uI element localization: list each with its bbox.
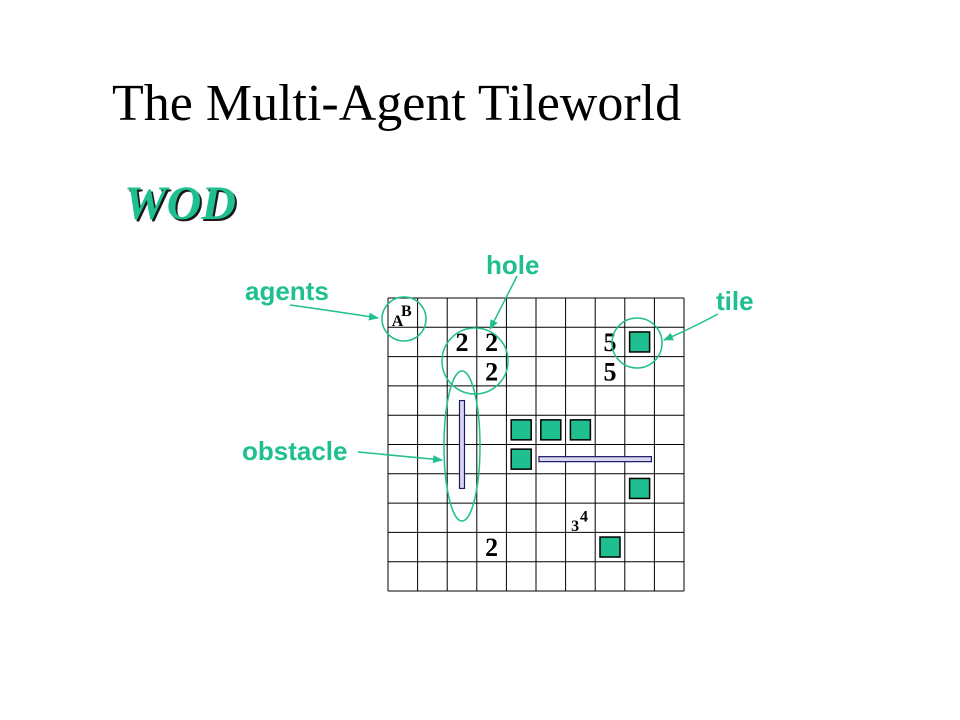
hole-value: 2 — [485, 357, 498, 386]
subtitle: WOD — [124, 177, 237, 230]
tile — [540, 419, 562, 441]
obstacles-layer — [458, 399, 653, 490]
tile — [510, 419, 532, 441]
grid — [387, 297, 685, 592]
agents-highlight-circle — [381, 296, 427, 342]
callouts-layer — [289, 275, 719, 522]
tile-highlight-circle — [611, 317, 663, 369]
tile — [628, 331, 651, 353]
obstacle-arrow — [357, 451, 443, 464]
tile-arrow — [663, 313, 719, 341]
tile-label: tile — [716, 286, 754, 316]
tile — [510, 448, 532, 470]
hole-value: 2 — [456, 328, 469, 357]
tile — [599, 536, 621, 558]
obstacle — [538, 456, 653, 463]
tile — [628, 477, 651, 500]
obstacle-highlight-ellipse — [443, 370, 481, 522]
agents-label: agents — [245, 276, 329, 306]
tiles-layer — [510, 331, 651, 558]
hole-value: 2 — [485, 533, 498, 562]
hole-label: hole — [486, 250, 540, 280]
agents-arrow — [289, 304, 379, 321]
obstacle — [458, 399, 466, 490]
hole-value: 5 — [604, 357, 617, 386]
tile — [569, 419, 592, 441]
obstacle-label: obstacle — [242, 436, 348, 466]
hole-arrow — [489, 275, 518, 330]
agent-label: A — [392, 313, 404, 330]
agent-label: 3 — [571, 518, 579, 535]
page-title: The Multi-Agent Tileworld — [112, 75, 682, 132]
agent-label: B — [401, 303, 412, 320]
agent-label: 4 — [580, 508, 588, 525]
